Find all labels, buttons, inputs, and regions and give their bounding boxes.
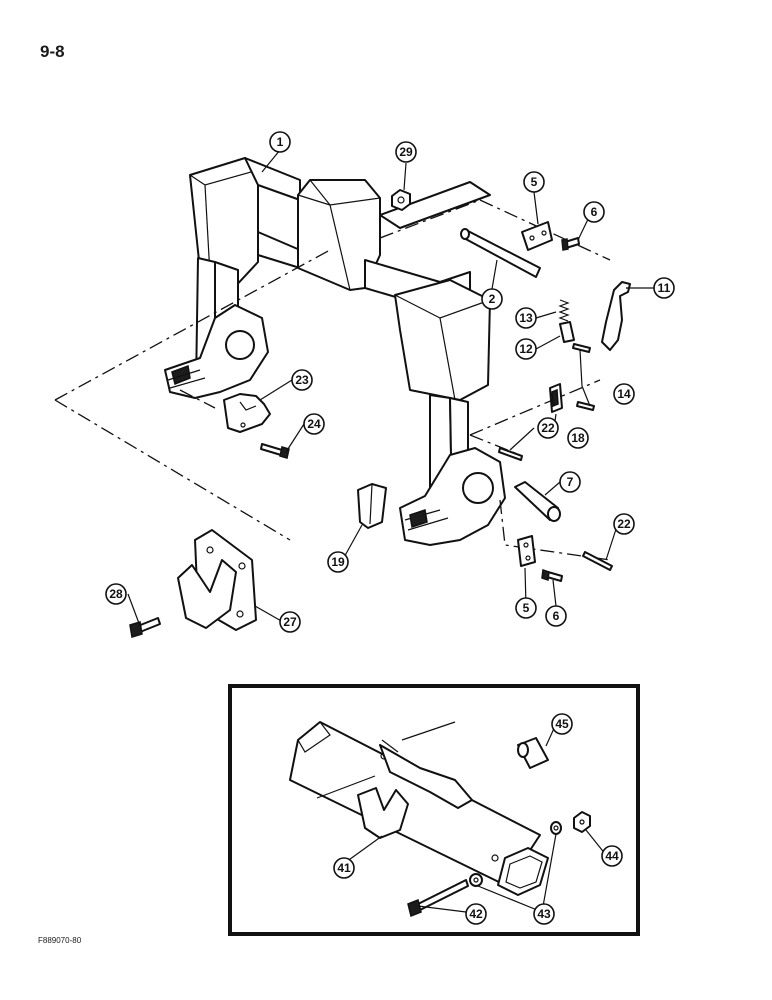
hook-23	[223, 393, 271, 433]
callout-1: 1	[269, 131, 291, 153]
latch-12	[559, 321, 575, 343]
bolt-6-lower	[541, 568, 563, 582]
callout-19-label: 19	[331, 555, 345, 569]
callout-11-label: 11	[658, 281, 671, 295]
callout-24-label: 24	[307, 417, 321, 431]
assembly-center-lines	[54, 199, 611, 561]
spring-13	[558, 299, 570, 322]
callout-28-label: 28	[109, 587, 123, 601]
callout-18-label: 18	[571, 431, 585, 445]
callout-44: 44	[601, 845, 623, 867]
callout-5-lower-label: 5	[523, 601, 530, 615]
callout-5-lower: 5	[515, 597, 537, 619]
callout-43-label: 43	[537, 907, 551, 921]
hitch-frame	[164, 157, 506, 546]
page-number: 9-8	[40, 42, 65, 61]
callout-1-label: 1	[277, 135, 284, 149]
callout-7-label: 7	[567, 475, 574, 489]
handle-11	[601, 281, 631, 351]
plate-5-top	[521, 221, 553, 251]
bolt-6-top	[561, 237, 580, 251]
callout-43: 43	[533, 903, 555, 925]
leader-lines	[127, 149, 664, 913]
pin-7	[514, 481, 561, 522]
callout-6-top-label: 6	[591, 205, 598, 219]
callout-27: 27	[279, 611, 301, 633]
callout-22-right-label: 22	[617, 517, 631, 531]
lock-18	[549, 383, 563, 413]
callout-13: 13	[515, 307, 537, 329]
callout-23: 23	[291, 369, 313, 391]
callout-2: 2	[481, 288, 503, 310]
callout-45: 45	[551, 713, 573, 735]
callout-29-label: 29	[399, 145, 413, 159]
callout-11: 11	[653, 277, 675, 299]
callout-7: 7	[559, 471, 581, 493]
roll-pin-22-right	[582, 551, 613, 571]
plate-5-lower	[517, 535, 536, 567]
pins-14	[572, 343, 595, 411]
callout-27-label: 27	[283, 615, 297, 629]
pin-2	[460, 228, 541, 278]
callout-2-label: 2	[489, 292, 496, 306]
callout-5-top: 5	[523, 171, 545, 193]
callout-45-label: 45	[555, 717, 569, 731]
callout-5-top-label: 5	[531, 175, 538, 189]
inset-detail	[228, 684, 640, 936]
callout-23-label: 23	[295, 373, 309, 387]
callout-28: 28	[105, 583, 127, 605]
callout-14-label: 14	[617, 387, 631, 401]
callout-22-left: 22	[537, 417, 559, 439]
callout-22-left-label: 22	[541, 421, 555, 435]
callout-22-right: 22	[613, 513, 635, 535]
callout-13-label: 13	[519, 311, 533, 325]
nut-29	[391, 189, 411, 211]
callout-19: 19	[327, 551, 349, 573]
callout-41-label: 41	[337, 861, 351, 875]
callout-42-label: 42	[469, 907, 483, 921]
callout-12-label: 12	[519, 342, 533, 356]
callout-14: 14	[613, 383, 635, 405]
callout-41: 41	[333, 857, 355, 879]
callout-12: 12	[515, 338, 537, 360]
hook-plate-27	[177, 529, 257, 631]
callout-24: 24	[303, 413, 325, 435]
callout-6-lower-label: 6	[553, 609, 560, 623]
bolt-24	[260, 443, 290, 459]
figure-code: F889070-80	[38, 936, 82, 945]
callout-6-lower: 6	[545, 605, 567, 627]
callout-44-label: 44	[605, 849, 619, 863]
callout-18: 18	[567, 427, 589, 449]
bolt-28	[129, 617, 161, 638]
callout-42: 42	[465, 903, 487, 925]
bracket-19	[357, 483, 387, 529]
roll-pin-22-left	[498, 447, 523, 461]
callout-6-top: 6	[583, 201, 605, 223]
callout-29: 29	[395, 141, 417, 163]
